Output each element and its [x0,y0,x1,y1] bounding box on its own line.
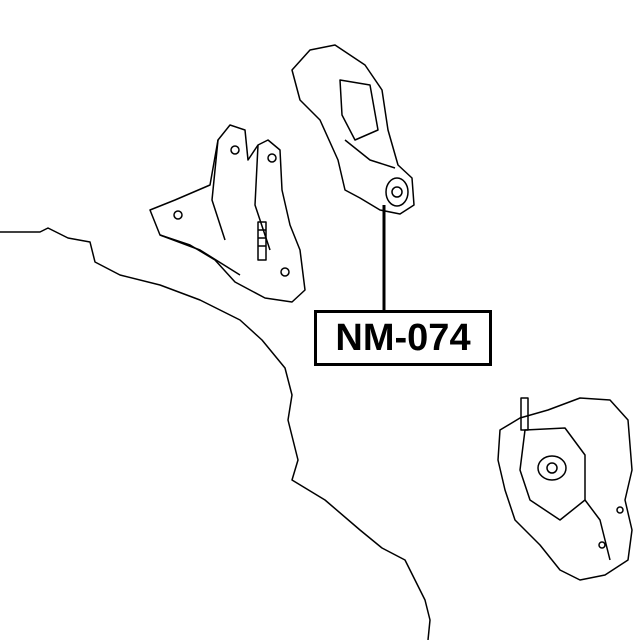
right-engine-mount [497,397,633,581]
vehicle-body-outline [0,227,431,640]
nm-074-mount [291,44,415,215]
left-engine-mount-bracket [149,124,306,303]
part-number-label: NM-074 [314,310,492,366]
